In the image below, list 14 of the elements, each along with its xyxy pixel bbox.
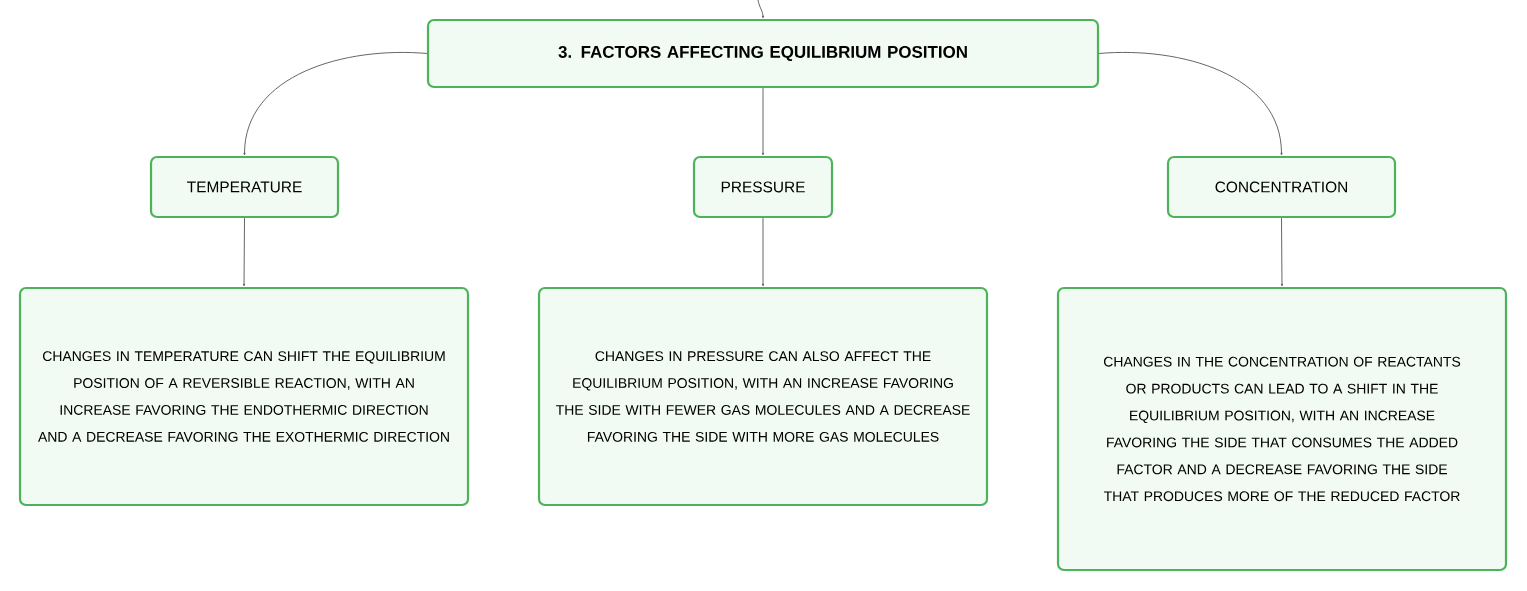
description-box: CHANGES IN TEMPERATURE CAN SHIFT THE EQUILIBRIUM POSITION OF A REVERSIBLE REACTION, WITH AN INCREASE FAVORING THE ENDOTHERMIC DIRECTION AND A DECREASE FAVORING THE EXOTHERMIC DIRECTION [18, 286, 470, 507]
topic-box: PRESSURE [692, 155, 834, 219]
arrow [243, 52, 428, 156]
description-box: CHANGES IN THE CONCENTRATION OF REACTANTS OR PRODUCTS CAN LEAD TO A SHIFT IN THE EQUILIBRIUM POSITION, WITH AN INCREASE FAVORING THE SIDE THAT CONSUMES THE ADDED FACTOR AND A DECREASE FAVORING THE SIDE THAT PRODUCES MORE OF THE REDUCED FACTOR [1056, 286, 1508, 572]
arrow [761, 217, 765, 287]
description-box: CHANGES IN PRESSURE CAN ALSO AFFECT THE EQUILIBRIUM POSITION, WITH AN INCREASE FAVORING THE SIDE WITH FEWER GAS MOLECULES AND A DECREASE FAVORING THE SIDE WITH MORE GAS MOLECULES [537, 286, 989, 507]
arrow [1280, 217, 1284, 287]
topic-box: TEMPERATURE [149, 155, 340, 219]
arrow [757, 0, 765, 19]
topic-box: CONCENTRATION [1166, 155, 1397, 219]
title-box: 3. FACTORS AFFECTING EQUILIBRIUM POSITION [426, 18, 1100, 89]
arrow [242, 217, 246, 287]
arrow [761, 87, 765, 156]
arrow [1098, 52, 1283, 156]
